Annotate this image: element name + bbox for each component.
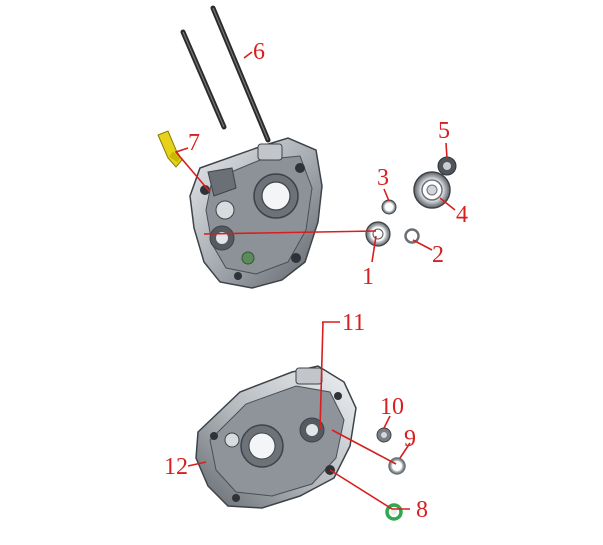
upper-crankcase [189,137,323,289]
dowel-rods [180,5,271,143]
callout-3: 3 [377,165,389,191]
o-ring-8 [385,503,403,521]
callout-2: 2 [432,242,444,268]
callout-10: 10 [380,394,404,420]
callout-9: 9 [404,426,416,452]
callout-4: 4 [456,202,468,228]
callout-1: 1 [362,264,374,290]
callout-8: 8 [416,497,428,523]
oil-seal-5 [437,156,457,176]
bearing-3 [381,199,397,215]
callout-5: 5 [438,118,450,144]
bearing-1 [365,221,391,247]
callout-12: 12 [164,454,188,480]
lower-crankcase [195,365,357,509]
yellow-fitting [157,130,183,168]
leader-lines [174,51,456,510]
washer-2 [404,228,420,244]
callout-6: 6 [253,39,265,65]
callout-11: 11 [342,310,365,336]
oil-seal-10 [376,427,392,443]
callout-labels: 1 2 3 4 5 6 7 8 9 10 11 12 [164,39,468,523]
washer-9 [388,457,406,475]
callout-7: 7 [188,130,200,156]
